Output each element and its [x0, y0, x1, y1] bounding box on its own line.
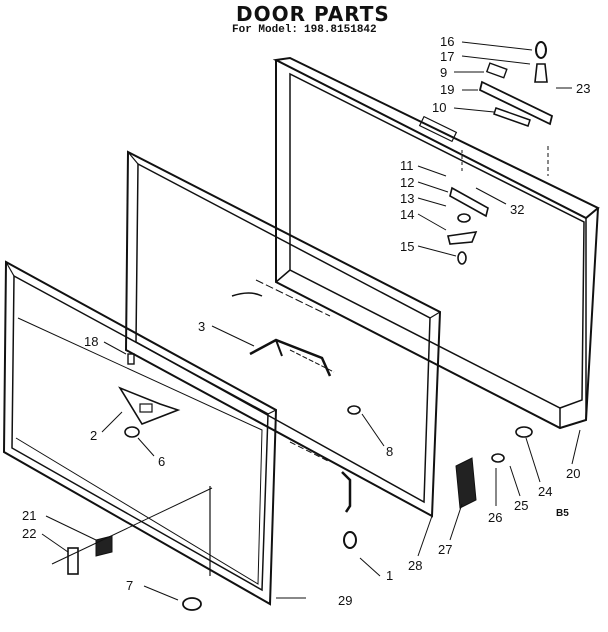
callout-1: 1 [386, 568, 393, 583]
callout-11: 11 [400, 158, 414, 173]
callout-20: 20 [566, 466, 580, 481]
window-frame [124, 150, 442, 518]
callout-19: 19 [440, 82, 454, 97]
callout-7: 7 [126, 578, 133, 593]
rear-door-panel [272, 56, 600, 430]
callout-13: 13 [400, 191, 414, 206]
callout-25: 25 [514, 498, 528, 513]
callout-26: 26 [488, 510, 502, 525]
callout-labels: 16 17 9 19 23 10 11 12 32 13 14 15 3 18 … [22, 34, 590, 608]
callout-21: 21 [22, 508, 36, 523]
callout-3: 3 [198, 319, 205, 334]
callout-6: 6 [158, 454, 165, 469]
callout-9: 9 [440, 65, 447, 80]
callout-12: 12 [400, 175, 414, 190]
corner-code: B5 [556, 508, 569, 519]
callout-16: 16 [440, 34, 454, 49]
callout-24: 24 [538, 484, 552, 499]
callout-10: 10 [432, 100, 446, 115]
small-parts [51, 405, 533, 611]
hinge-assembly [447, 41, 554, 265]
callout-27: 27 [438, 542, 452, 557]
callout-17: 17 [440, 49, 454, 64]
callout-15: 15 [400, 239, 414, 254]
model-line: For Model: 198.8151842 [232, 24, 383, 36]
callout-23: 23 [576, 81, 590, 96]
door-handle [231, 279, 335, 377]
callout-18: 18 [84, 334, 98, 349]
diagram-title: DOOR PARTS [236, 2, 390, 26]
callout-2: 2 [90, 428, 97, 443]
latch-hardware [118, 353, 181, 438]
callout-22: 22 [22, 526, 36, 541]
callout-8: 8 [386, 444, 393, 459]
callout-14: 14 [400, 207, 414, 222]
model-number: 198.8151842 [304, 24, 377, 36]
callout-32: 32 [510, 202, 524, 217]
callout-leaders [41, 41, 581, 601]
callout-28: 28 [408, 558, 422, 573]
front-door-panel [2, 260, 278, 606]
model-prefix: For Model: [232, 24, 299, 36]
callout-29: 29 [338, 593, 352, 608]
